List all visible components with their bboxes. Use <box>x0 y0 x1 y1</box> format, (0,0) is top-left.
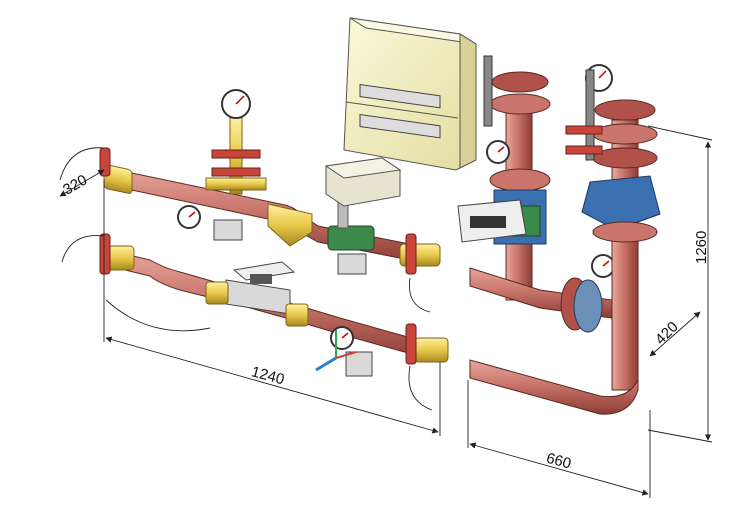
valve-actuator <box>324 157 402 207</box>
control-cabinet <box>343 17 477 171</box>
ball-valve-icon <box>405 233 417 275</box>
ball-valve-icon <box>565 145 603 155</box>
dim-1260-label: 1260 <box>693 231 710 264</box>
dim-1240-label: 1240 <box>250 363 287 388</box>
pressure-gauge-icon <box>591 254 615 278</box>
ball-valve-icon <box>405 323 417 365</box>
dim-660-label: 660 <box>544 450 573 473</box>
upper-supply-line <box>99 89 441 275</box>
ball-valve-icon <box>99 147 111 177</box>
dim-420-label: 420 <box>652 318 682 348</box>
pressure-gauge-icon <box>177 205 201 229</box>
pressure-gauge-icon <box>486 140 510 164</box>
ball-valve-icon <box>565 125 603 135</box>
pump-group <box>457 55 661 415</box>
pressure-gauge-icon <box>330 326 354 350</box>
ball-valve-icon <box>99 233 111 275</box>
dim-320-label: 320 <box>60 171 90 198</box>
pressure-gauge-icon <box>221 89 251 119</box>
